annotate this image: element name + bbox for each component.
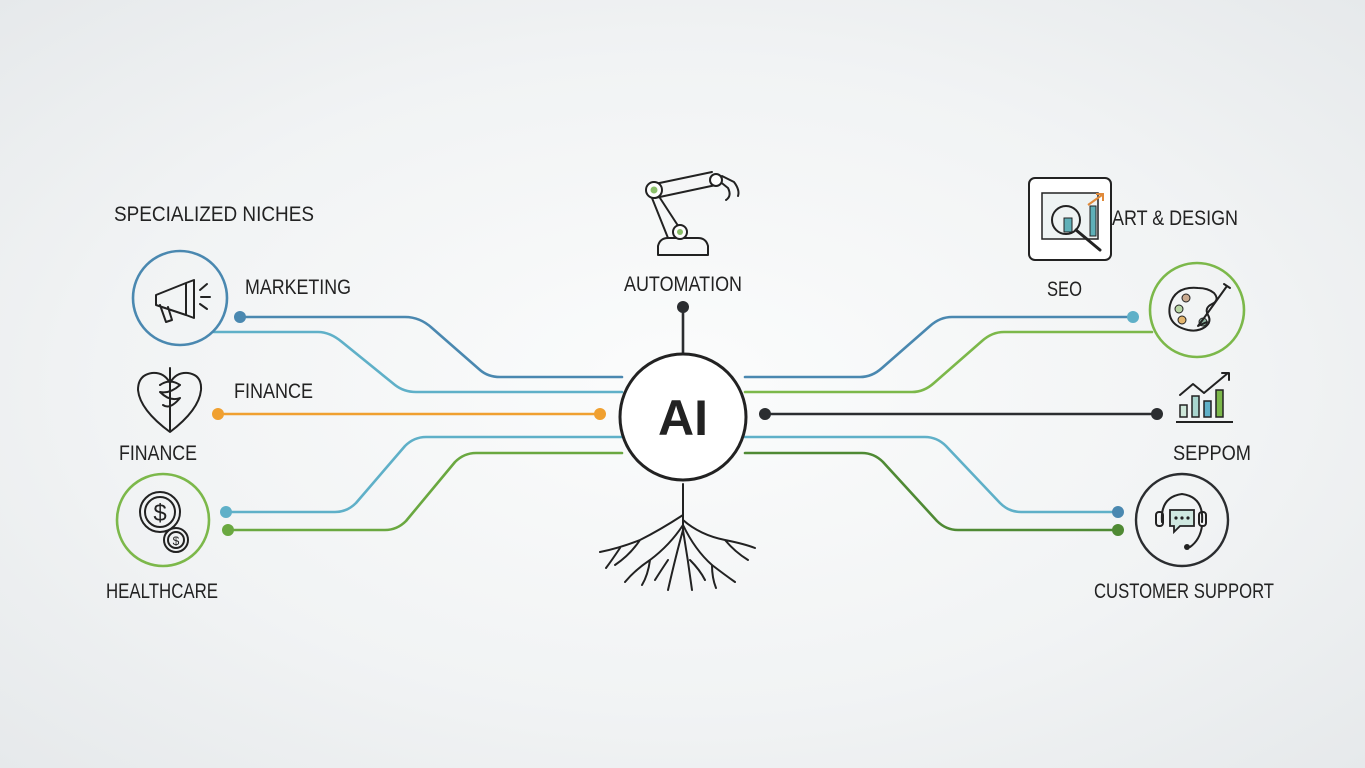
robot-joint-icon <box>650 186 658 194</box>
megaphone-icon <box>155 279 211 323</box>
connector-dot <box>759 408 771 420</box>
finance-label-top: FINANCE <box>234 380 313 403</box>
connector-support-2 <box>743 451 1120 532</box>
seppom-label: SEPPOM <box>1173 442 1251 465</box>
connector-art-2 <box>743 330 1154 394</box>
dollar-coins-icon <box>139 491 189 553</box>
magnifier-icon <box>1051 205 1081 235</box>
connector-dot <box>212 408 224 420</box>
connector-dot <box>220 506 232 518</box>
ai-label: AI <box>658 390 708 446</box>
healthcare-label: HEALTHCARE <box>106 580 218 603</box>
roots-icon <box>599 483 756 591</box>
art-design-label: ART & DESIGN <box>1112 207 1238 230</box>
marketing-label: MARKETING <box>245 276 351 299</box>
connector-dot <box>1151 408 1163 420</box>
connector-healthcare-1 <box>224 435 624 514</box>
automation-label: AUTOMATION <box>624 273 742 296</box>
finance-label-bottom: FINANCE <box>119 442 197 465</box>
dollar-glyph: $ <box>173 534 180 548</box>
connector-dot <box>594 408 606 420</box>
connector-dot <box>234 311 246 323</box>
palette-icon <box>1168 286 1218 332</box>
connector-dot <box>1112 524 1124 536</box>
connector-support-1 <box>743 435 1120 514</box>
headset-icon <box>1155 493 1207 548</box>
healthcare-node[interactable]: $ $ <box>115 472 211 568</box>
robot-arm-icon <box>649 171 740 256</box>
connector-dot <box>1127 311 1139 323</box>
connector-dot <box>677 301 689 313</box>
seo-node[interactable] <box>1028 177 1112 261</box>
robot-joint-icon <box>709 173 723 187</box>
connector-marketing-2 <box>212 330 624 394</box>
customer-support-node[interactable] <box>1134 472 1230 568</box>
growth-chart-icon <box>1176 372 1233 423</box>
diagram-title: SPECIALIZED NICHES <box>114 203 314 226</box>
connector-art-1 <box>743 315 1135 379</box>
seo-label: SEO <box>1047 278 1082 301</box>
connector-healthcare-2 <box>226 451 624 532</box>
ai-hub[interactable]: AI <box>618 352 748 482</box>
dollar-glyph: $ <box>153 500 166 527</box>
connector-marketing-1 <box>238 315 624 379</box>
microphone-icon <box>1184 544 1190 550</box>
art-design-node[interactable] <box>1148 261 1246 359</box>
heart-caduceus-icon <box>137 367 203 433</box>
connector-dot <box>222 524 234 536</box>
paintbrush-icon <box>1197 283 1231 327</box>
marketing-node[interactable] <box>131 249 229 347</box>
connector-dot <box>1112 506 1124 518</box>
chat-bubble-icon <box>1169 509 1195 535</box>
robot-joint-icon <box>677 229 683 235</box>
customer-support-label: CUSTOMER SUPPORT <box>1094 580 1274 603</box>
trend-arrow-icon <box>1087 193 1104 206</box>
